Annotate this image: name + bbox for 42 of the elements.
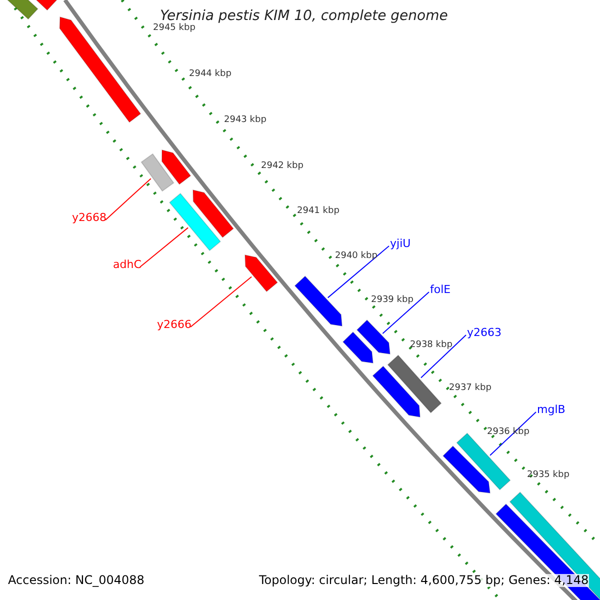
leader-line [190, 276, 252, 328]
gene-feature-block [294, 276, 343, 327]
leader-line [140, 227, 189, 268]
gene-feature-block [59, 16, 142, 123]
gene-label: mglB [537, 404, 566, 416]
gene-label: adhC [113, 259, 142, 272]
gene-label: folE [430, 284, 451, 296]
tick-label: 2935 kbp [527, 471, 570, 481]
gene-feature-block [456, 432, 511, 490]
tick-label: 2941 kbp [297, 207, 340, 217]
leader-line [490, 412, 536, 456]
leader-line [327, 246, 390, 298]
tick-label: 2940 kbp [335, 252, 378, 262]
gene-feature-block [387, 354, 442, 414]
gene-feature-block [168, 192, 222, 252]
gene-label: y2663 [467, 327, 502, 340]
gene-feature-block [192, 189, 234, 238]
gene-feature-block [356, 319, 391, 355]
gene-label: y2668 [72, 212, 107, 224]
leader-line [420, 334, 466, 378]
title: Yersinia pestis KIM 10, complete genome [160, 9, 448, 24]
tick-label: 2939 kbp [371, 296, 414, 306]
leader-line [382, 292, 430, 334]
tick-label: 2938 kbp [410, 341, 452, 351]
tick-label: 2937 kbp [449, 384, 492, 394]
leader-line [105, 178, 152, 220]
gene-label: yjiU [390, 238, 411, 250]
gene-feature-block [372, 366, 421, 418]
gene-feature-block [140, 153, 174, 192]
gene-feature-block [342, 331, 374, 364]
accession-text: Accession: NC_004088 [8, 574, 144, 588]
tick-label: 2945 kbp [153, 24, 196, 34]
tick-label: 2942 kbp [261, 162, 304, 172]
gene-feature-block [244, 254, 278, 292]
gene-feature-block [509, 492, 600, 600]
gene-label: y2666 [157, 319, 192, 332]
gene-feature-block [442, 445, 491, 494]
gene-feature-block [161, 149, 192, 185]
tick-label: 2936 kbp [487, 428, 530, 438]
tick-label: 2944 kbp [189, 70, 232, 80]
genome-info-text: Topology: circular; Length: 4,600,755 bp; Genes: 4,148 [259, 574, 589, 588]
tick-label: 2943 kbp [224, 116, 266, 126]
